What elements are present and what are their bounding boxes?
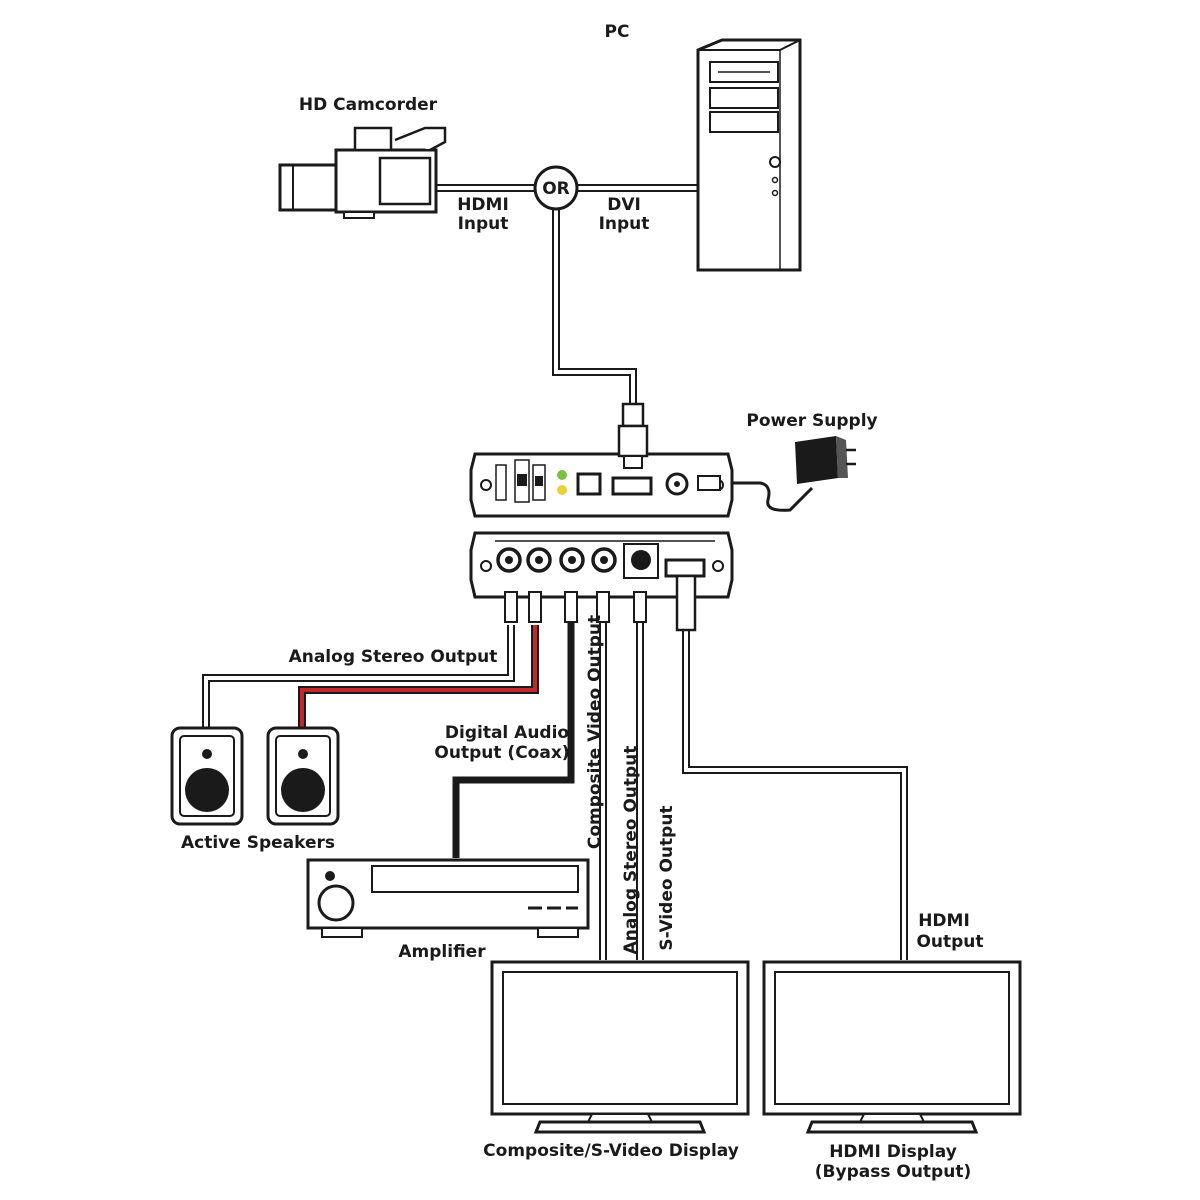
receiver-input-panel: [469, 452, 734, 518]
hdmi-input-label-line1: HDMI: [457, 195, 509, 215]
dvi-input-label-line1: DVI: [607, 195, 641, 215]
yellow-led-icon: [557, 485, 567, 495]
cable-hdmi-output: [682, 628, 908, 960]
speaker-left-icon: [170, 726, 244, 826]
camcorder-icon: [278, 126, 447, 219]
composite-display-icon: [490, 960, 750, 1134]
cable-analog-right: [298, 625, 539, 728]
power-adapter-icon: [795, 436, 856, 484]
cable-digital-coax: [452, 622, 575, 858]
power-supply-label: Power Supply: [746, 411, 877, 431]
hdmi-display-label-line2: (Bypass Output): [815, 1162, 971, 1182]
speaker-right-icon: [266, 726, 340, 826]
analog-stereo-output-label: Analog Stereo Output: [289, 647, 498, 667]
hdmi-input-plug-icon: [617, 402, 649, 469]
analog-stereo-output-vertical-label: Analog Stereo Output: [621, 746, 641, 955]
amplifier-icon: [306, 858, 590, 938]
hd-camcorder-label: HD Camcorder: [299, 95, 438, 115]
pc-tower-icon: [696, 38, 802, 272]
amplifier-label: Amplifier: [398, 942, 486, 962]
s-video-output-label: S-Video Output: [657, 805, 677, 950]
dvi-input-label-line2: Input: [599, 214, 650, 234]
composite-display-label: Composite/S-Video Display: [483, 1141, 739, 1161]
composite-video-output-label: Composite Video Output: [585, 615, 605, 849]
hdmi-output-label-line1: HDMI: [918, 911, 970, 931]
hdmi-input-label-line2: Input: [458, 214, 509, 234]
s-video-jack-icon: [631, 550, 651, 570]
usb-port-icon: [576, 472, 602, 496]
hdmi-output-label-line2: Output: [916, 932, 983, 952]
or-label: OR: [542, 179, 570, 199]
digital-audio-label-line1: Digital Audio: [445, 723, 569, 743]
power-cable: [718, 481, 814, 512]
green-led-icon: [557, 470, 567, 480]
pc-label: PC: [605, 22, 630, 42]
cable-to-receiver: [552, 208, 637, 418]
cable-analog-left: [202, 625, 515, 728]
hdmi-display-icon: [762, 960, 1022, 1134]
digital-audio-label-line2: Output (Coax): [434, 743, 569, 763]
output-plugs: [504, 574, 697, 632]
receiver-output-panel: [469, 531, 734, 599]
hdmi-display-label-line1: HDMI Display: [829, 1142, 957, 1162]
active-speakers-label: Active Speakers: [181, 833, 335, 853]
or-junction: [533, 165, 579, 211]
